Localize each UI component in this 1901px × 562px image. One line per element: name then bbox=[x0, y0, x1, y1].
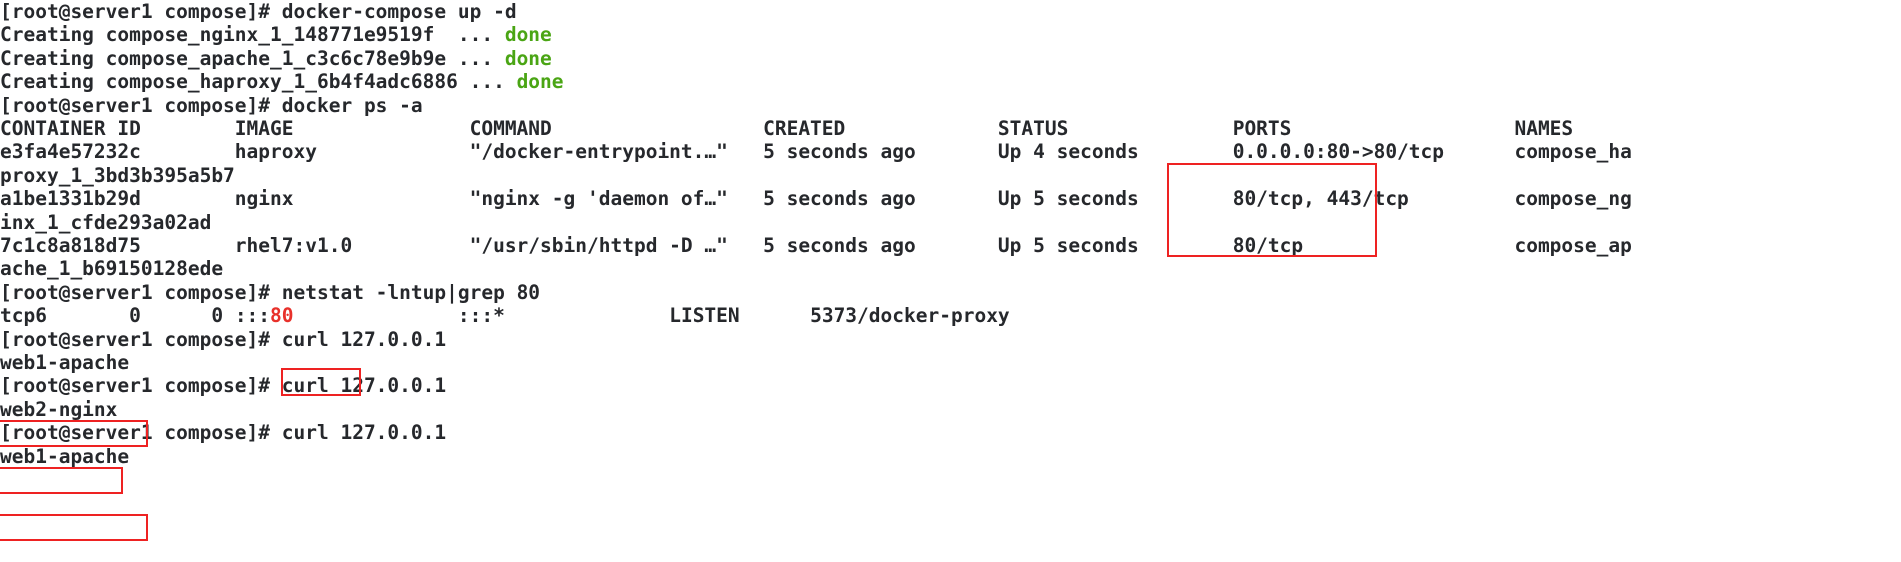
netstat-suffix: :::* LISTEN 5373/docker-proxy bbox=[293, 304, 1010, 328]
terminal-line-output: Creating compose_nginx_1_148771e9519f ..… bbox=[0, 23, 1901, 46]
terminal-line-output: Creating compose_haproxy_1_6b4f4adc6886 … bbox=[0, 70, 1901, 93]
command-text: curl 127.0.0.1 bbox=[281, 421, 447, 445]
creating-service-text: Creating compose_nginx_1_148771e9519f ..… bbox=[0, 23, 505, 47]
netstat-output-row: tcp6 0 0 :::80 :::* LISTEN 5373/docker-p… bbox=[0, 304, 1901, 327]
table-row: a1be1331b29d nginx "nginx -g 'daemon of…… bbox=[0, 187, 1632, 211]
command-text: curl 127.0.0.1 bbox=[281, 327, 447, 351]
terminal-line-command: [root@server1 compose]# curl 127.0.0.1 bbox=[0, 374, 1901, 397]
table-row: 7c1c8a818d75 rhel7:v1.0 "/usr/sbin/httpd… bbox=[0, 234, 1632, 257]
status-done: done bbox=[504, 46, 552, 70]
shell-prompt: [root@server1 compose]# bbox=[0, 0, 282, 23]
command-text: curl 127.0.0.1 bbox=[281, 374, 447, 398]
command-text: netstat -lntup|grep 80 bbox=[281, 280, 541, 304]
curl-result-3: web1-apache bbox=[0, 444, 130, 468]
terminal-line-command: [root@server1 compose]# docker ps -a bbox=[0, 94, 1901, 117]
annotation-box-web2-nginx bbox=[0, 467, 123, 494]
docker-ps-header-row: CONTAINER ID IMAGE COMMAND CREATED STATU… bbox=[0, 117, 1574, 140]
creating-service-text: Creating compose_apache_1_c3c6c78e9b9e .… bbox=[0, 46, 505, 70]
terminal-line-command: [root@server1 compose]# docker-compose u… bbox=[0, 0, 1901, 23]
curl-result-2: web2-nginx bbox=[0, 397, 118, 421]
table-row-continuation: inx_1_cfde293a02ad bbox=[0, 210, 212, 234]
terminal-line-output: Creating compose_apache_1_c3c6c78e9b9e .… bbox=[0, 47, 1901, 70]
status-done: done bbox=[504, 23, 552, 47]
command-text: docker-compose up -d bbox=[281, 0, 517, 23]
table-row-continuation: proxy_1_3bd3b395a5b7 bbox=[0, 163, 235, 187]
shell-prompt: [root@server1 compose]# bbox=[0, 327, 282, 351]
terminal-line-command: [root@server1 compose]# netstat -lntup|g… bbox=[0, 281, 1901, 304]
command-text: docker ps -a bbox=[281, 93, 423, 117]
netstat-prefix: tcp6 0 0 bbox=[0, 304, 235, 328]
shell-prompt: [root@server1 compose]# bbox=[0, 280, 282, 304]
creating-service-text: Creating compose_haproxy_1_6b4f4adc6886 … bbox=[0, 70, 517, 94]
shell-prompt: [root@server1 compose]# bbox=[0, 374, 282, 398]
table-row: e3fa4e57232c haproxy "/docker-entrypoint… bbox=[0, 140, 1632, 164]
shell-prompt: [root@server1 compose]# bbox=[0, 421, 282, 445]
status-done: done bbox=[516, 70, 564, 94]
shell-prompt: [root@server1 compose]# bbox=[0, 93, 282, 117]
grep-match-port: 80 bbox=[270, 304, 294, 328]
netstat-local-address: ::: bbox=[234, 304, 271, 328]
terminal-line-command: [root@server1 compose]# curl 127.0.0.1 bbox=[0, 328, 1901, 351]
annotation-box-web1-apache-2 bbox=[0, 514, 148, 541]
curl-result-1: web1-apache bbox=[0, 351, 130, 374]
table-row-continuation: ache_1_b69150128ede bbox=[0, 257, 224, 281]
terminal-line-command: [root@server1 compose]# curl 127.0.0.1 bbox=[0, 421, 1901, 444]
